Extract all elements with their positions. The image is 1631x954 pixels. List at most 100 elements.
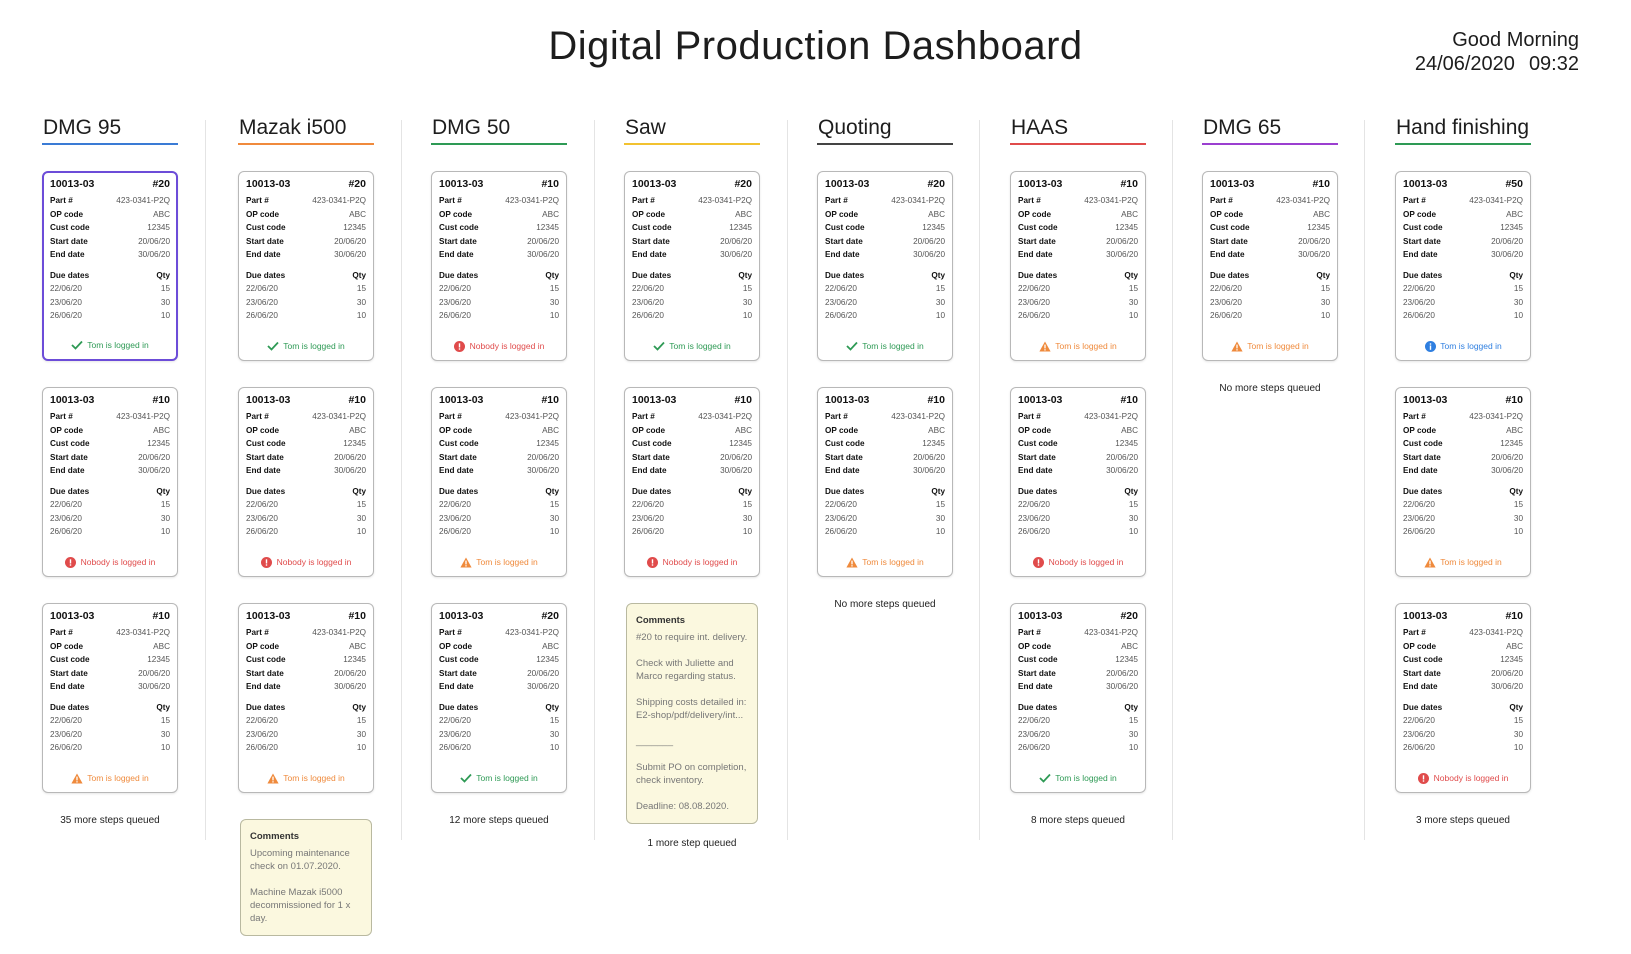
due-qty: 10 (549, 311, 559, 320)
op-code-label: OP code (1403, 209, 1437, 219)
job-number: 10013-03 (439, 394, 484, 406)
due-date: 26/06/20 (1403, 527, 1435, 536)
due-date: 23/06/20 (439, 513, 471, 523)
login-status: Tom is logged in (239, 772, 373, 784)
due-dates-label: Due dates (1403, 702, 1443, 712)
due-date: 26/06/20 (632, 311, 664, 320)
qty-label: Qty (352, 702, 366, 712)
due-date: 23/06/20 (439, 297, 471, 307)
start-date-value: 20/06/20 (1106, 236, 1138, 246)
due-date: 23/06/20 (825, 513, 857, 523)
due-qty: 30 (935, 513, 945, 523)
part-number-label: Part # (1403, 196, 1426, 205)
error-icon (65, 556, 77, 568)
part-number-row: Part #423-0341-P2Q (1018, 194, 1138, 208)
part-number-value: 423-0341-P2Q (505, 196, 559, 205)
due-date: 23/06/20 (1018, 513, 1050, 523)
queued-steps-note: 3 more steps queued (1416, 815, 1510, 826)
column-header: DMG 50 (431, 116, 567, 145)
due-qty: 15 (160, 284, 170, 293)
end-date-label: End date (439, 682, 474, 691)
end-date-value: 30/06/20 (138, 250, 170, 259)
qty-label: Qty (738, 486, 752, 496)
cust-code-value: 12345 (343, 439, 366, 448)
due-date: 26/06/20 (439, 311, 471, 320)
cust-code-label: Cust code (246, 655, 286, 664)
due-qty: 30 (1513, 729, 1523, 739)
start-date-label: Start date (246, 668, 284, 678)
due-qty: 30 (1128, 513, 1138, 523)
login-status-text: Tom is logged in (283, 341, 345, 351)
cust-code-label: Cust code (825, 439, 865, 448)
comments-note[interactable]: Comments#20 to require int. delivery.Che… (626, 603, 758, 824)
part-number-label: Part # (439, 412, 462, 421)
part-number-row: Part #423-0341-P2Q (1403, 194, 1523, 208)
job-number: 10013-03 (825, 178, 870, 190)
op-code-label: OP code (246, 209, 280, 219)
due-qty: 30 (549, 513, 559, 523)
cust-code-label: Cust code (50, 439, 90, 448)
end-date-label: End date (825, 250, 860, 259)
due-date: 26/06/20 (1403, 311, 1435, 320)
op-code-value: ABC (349, 425, 366, 435)
error-icon (454, 340, 466, 352)
part-number-row: Part #423-0341-P2Q (50, 194, 170, 208)
due-qty: 15 (549, 716, 559, 725)
qty-label: Qty (1509, 486, 1523, 496)
column-header: Hand finishing (1395, 116, 1531, 145)
comment-line: Upcoming maintenance check on 01.07.2020… (250, 848, 353, 872)
end-date-label: End date (439, 250, 474, 259)
part-number-value: 423-0341-P2Q (116, 196, 170, 205)
start-date-label: Start date (439, 236, 477, 246)
op-code-value: ABC (1506, 209, 1523, 219)
due-dates-label: Due dates (825, 270, 865, 280)
due-qty: 30 (935, 297, 945, 307)
start-date-label: Start date (246, 236, 284, 246)
start-date-label: Start date (50, 668, 88, 678)
step-number: #10 (1312, 178, 1330, 190)
end-date-label: End date (825, 466, 860, 475)
column-header: Mazak i500 (238, 116, 374, 145)
due-dates-label: Due dates (1018, 486, 1058, 496)
end-date-label: End date (439, 466, 474, 475)
